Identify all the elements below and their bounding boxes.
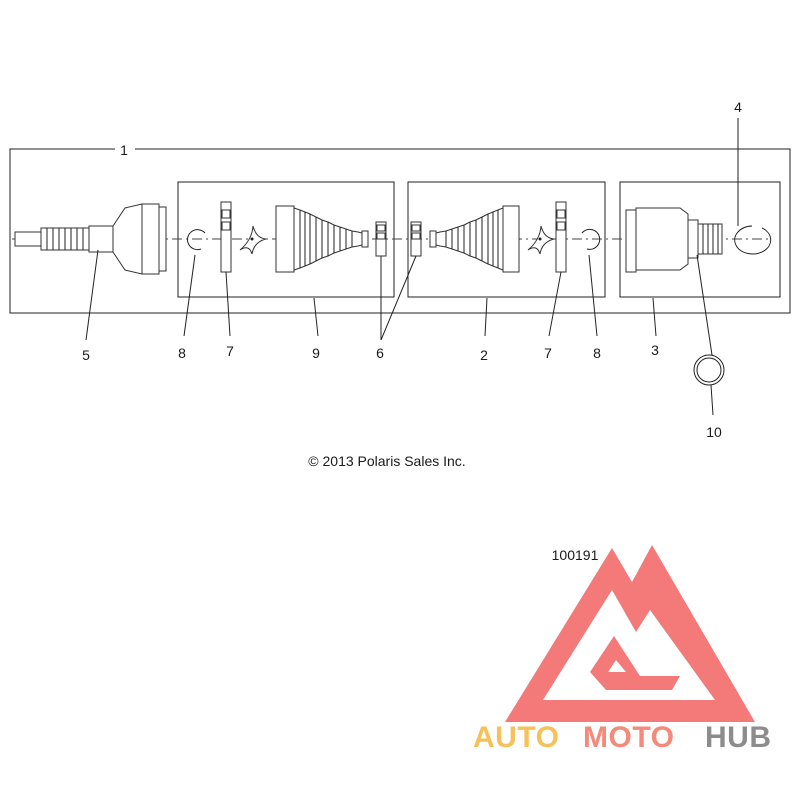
figure-number: 100191 [552,547,599,563]
callout-8-right: 8 [593,345,601,361]
assembly-frame [9,148,791,314]
callout-1: 1 [120,142,128,158]
brand-text-auto: AUTO [473,721,559,754]
circlip-left [187,229,206,251]
callout-2: 2 [480,347,488,363]
brand-text-hub: HUB [705,721,772,754]
callout-9: 9 [312,345,320,361]
callout-7-left: 7 [226,343,234,359]
callout-3: 3 [651,342,659,358]
cv-boot-left [275,205,369,273]
callout-8-left: 8 [178,345,186,361]
leader-lines [85,118,739,416]
callout-5: 5 [82,347,90,363]
o-ring [693,354,725,386]
cv-boot-right [429,205,520,273]
boot-clamp-left [220,201,232,273]
callout-4: 4 [734,99,742,115]
callout-7-right: 7 [544,345,552,361]
small-clamp-right [410,221,422,257]
callout-10: 10 [706,424,722,440]
circlip-right [581,228,601,250]
callout-6: 6 [376,345,384,361]
brand-text-moto: MOTO [583,721,674,754]
small-clamp-left [375,221,387,257]
snap-ring [734,225,772,255]
outer-cv-joint [14,203,167,275]
boot-clamp-right [555,201,567,273]
copyright-notice: © 2013 Polaris Sales Inc. [308,453,465,469]
inner-cv-joint [625,207,723,273]
automotohub-logo [505,545,755,722]
